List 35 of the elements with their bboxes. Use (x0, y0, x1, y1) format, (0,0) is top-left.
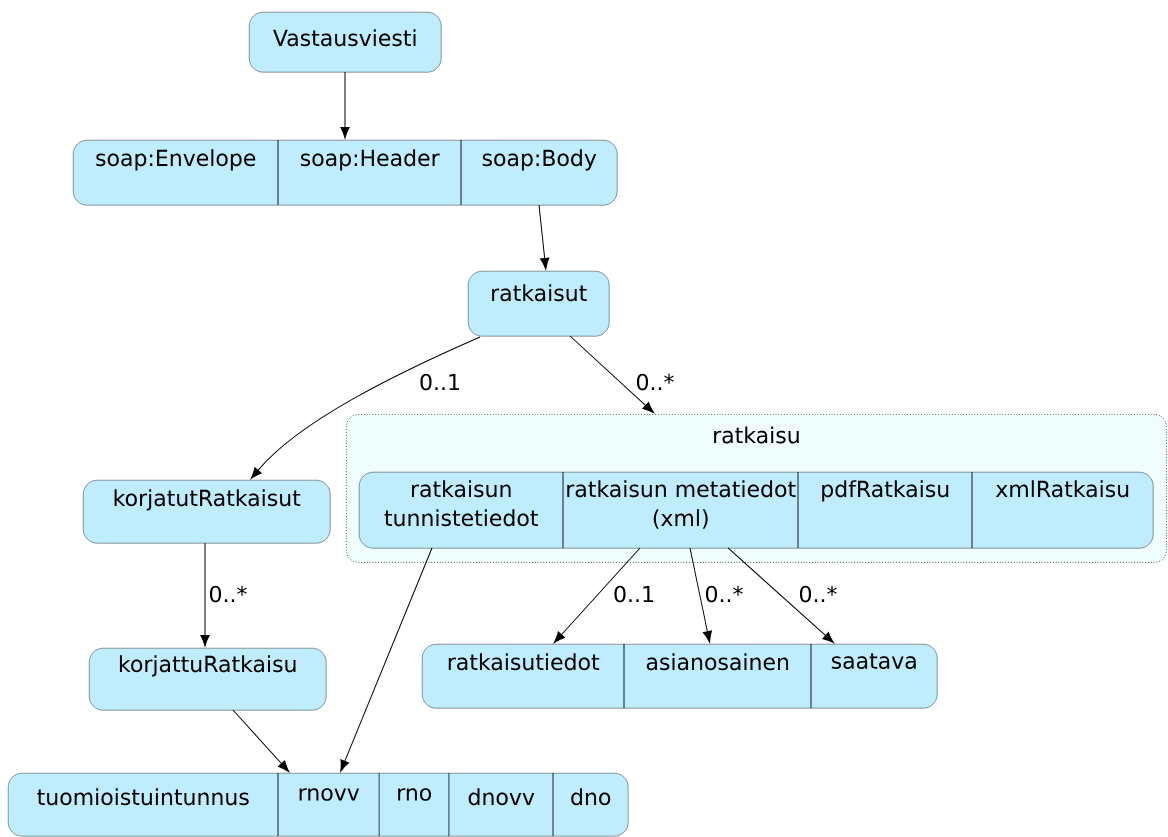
record-field: rno (398, 788, 432, 801)
edge-label: 0..* (703, 584, 745, 604)
rounded-box: Vastausviesti (249, 12, 442, 73)
record-box (422, 644, 938, 709)
edge-label: 0..* (207, 584, 249, 604)
record-field: ratkaisun tunnistetiedot (384, 480, 538, 527)
edge-label: 0..* (634, 372, 676, 392)
record-box (8, 773, 629, 837)
edge-label: 0..1 (418, 372, 462, 392)
arrow (538, 204, 550, 270)
record-field: xmlRatkaisu (995, 480, 1129, 498)
record-field: ratkaisun metatiedot (xml) (567, 480, 796, 529)
rounded-box: korjattuRatkaisu (89, 648, 327, 711)
record-field: dnovv (468, 788, 535, 806)
record-field: tuomioistuintunnus (37, 788, 249, 806)
rounded-box: ratkaisut (468, 271, 610, 337)
record-field: saatava (831, 653, 916, 669)
record-field: pdfRatkaisu (822, 480, 949, 502)
arrow (200, 542, 210, 647)
arrow (569, 335, 654, 414)
record-field: rnovv (299, 788, 360, 801)
record-box (73, 140, 618, 206)
record-box (359, 472, 1154, 549)
record-field: soap:Body (482, 149, 597, 171)
arrow (232, 709, 290, 772)
record-field: ratkaisutiedot (448, 653, 600, 671)
record-field: asianosainen (646, 653, 789, 671)
record-field: soap:Header (300, 149, 440, 171)
rounded-box: korjatutRatkaisut (83, 480, 331, 544)
record-field: soap:Envelope (96, 149, 256, 171)
edge-label: 0..* (797, 584, 839, 604)
record-field: dno (571, 788, 611, 806)
arrow (340, 71, 350, 139)
arrow (250, 336, 481, 479)
edge-label: 0..1 (612, 584, 656, 604)
